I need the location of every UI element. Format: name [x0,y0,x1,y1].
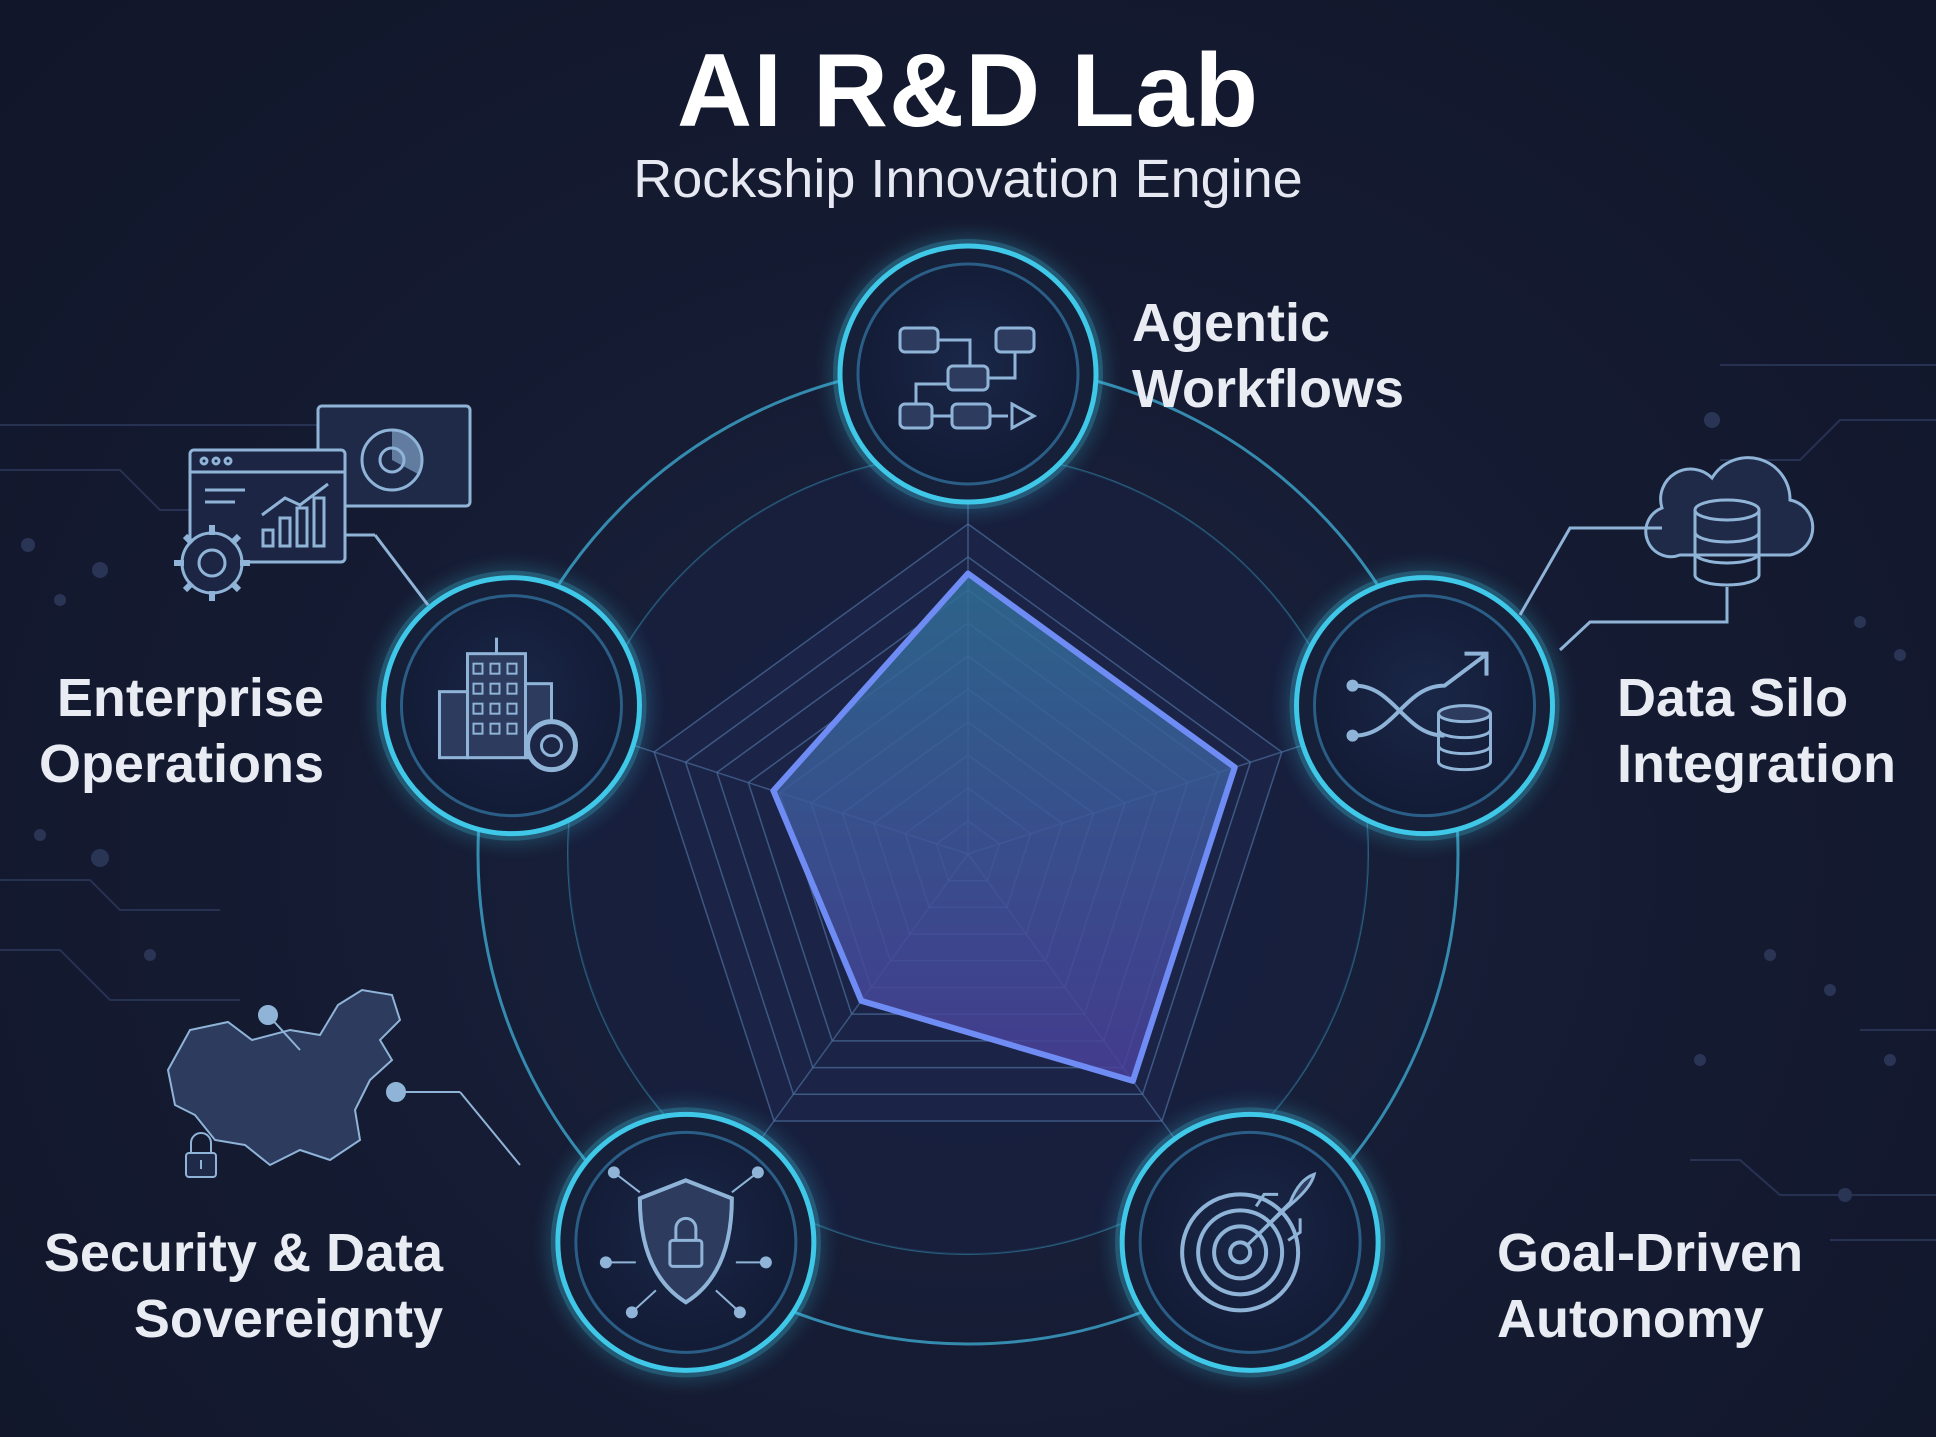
radar-data-polygon [770,570,1238,1084]
window [472,662,484,675]
label-goal-driven-autonomy: Goal-Driven Autonomy [1497,1223,1804,1349]
shield-lock-icon [599,1166,772,1319]
flow-arrows [914,338,1017,418]
gear-inner [539,734,563,758]
network-dot [599,1256,612,1269]
window [489,682,501,695]
db-body [1437,713,1493,772]
target-ring [1212,1224,1269,1281]
network-dot [625,1306,638,1319]
node-goal [1115,1107,1386,1378]
target-ring [1196,1208,1285,1297]
network-dot [751,1166,764,1179]
workflow-flowchart-icon [898,326,1038,431]
node-security [550,1107,821,1378]
building-gear-icon [437,637,578,773]
flow-box [994,326,1036,354]
label-agentic-workflows: Agentic Workflows [1132,293,1405,419]
building-left [437,690,469,760]
window [506,702,518,715]
flow-box [898,402,934,430]
node-datasilo [1289,570,1560,841]
flow-box [946,364,990,392]
page-title: AI R&D Lab [677,33,1259,149]
window [472,722,484,735]
radar-nodes [376,239,1560,1378]
network-dot [759,1256,772,1269]
network-dot [733,1306,746,1319]
lock-body [668,1238,704,1268]
node-dot [1346,679,1359,692]
flow-box [950,402,992,430]
label-security-data-sovereignty: Security & Data Sovereignty [43,1223,443,1349]
gear-outer [524,719,578,773]
lock-shackle [674,1216,698,1241]
dashboard-analytics-icon [174,404,472,606]
target-rocket-icon [1180,1172,1317,1313]
target-ring [1228,1240,1253,1265]
node-enterprise [376,570,647,841]
rocket-fins [1254,1192,1302,1242]
target-ring [1180,1192,1301,1313]
node-inner [1313,594,1537,818]
window [489,702,501,715]
network-lines [605,1171,766,1314]
label-enterprise-operations: Enterprise Operations [38,668,324,794]
page-subtitle: Rockship Innovation Engine [633,149,1303,209]
rocket-body [1245,1172,1317,1248]
window [472,702,484,715]
cloud-database-icon [1518,456,1815,652]
arrow-head [1464,651,1489,676]
window [506,682,518,695]
window [489,722,501,735]
node-dot [1346,729,1359,742]
data-integration-icon [1346,651,1493,772]
label-data-silo-integration: Data Silo Integration [1617,668,1896,794]
china-map-lock-icon [166,988,521,1178]
node-agentic [833,239,1103,509]
crossing-lines [1354,654,1486,738]
network-dot [607,1166,620,1179]
flow-play [1010,401,1038,431]
flow-box [898,326,940,354]
window [489,662,501,675]
grid-level [684,556,1252,1096]
window [506,662,518,675]
window [506,722,518,735]
db-top [1437,704,1493,724]
window [472,682,484,695]
